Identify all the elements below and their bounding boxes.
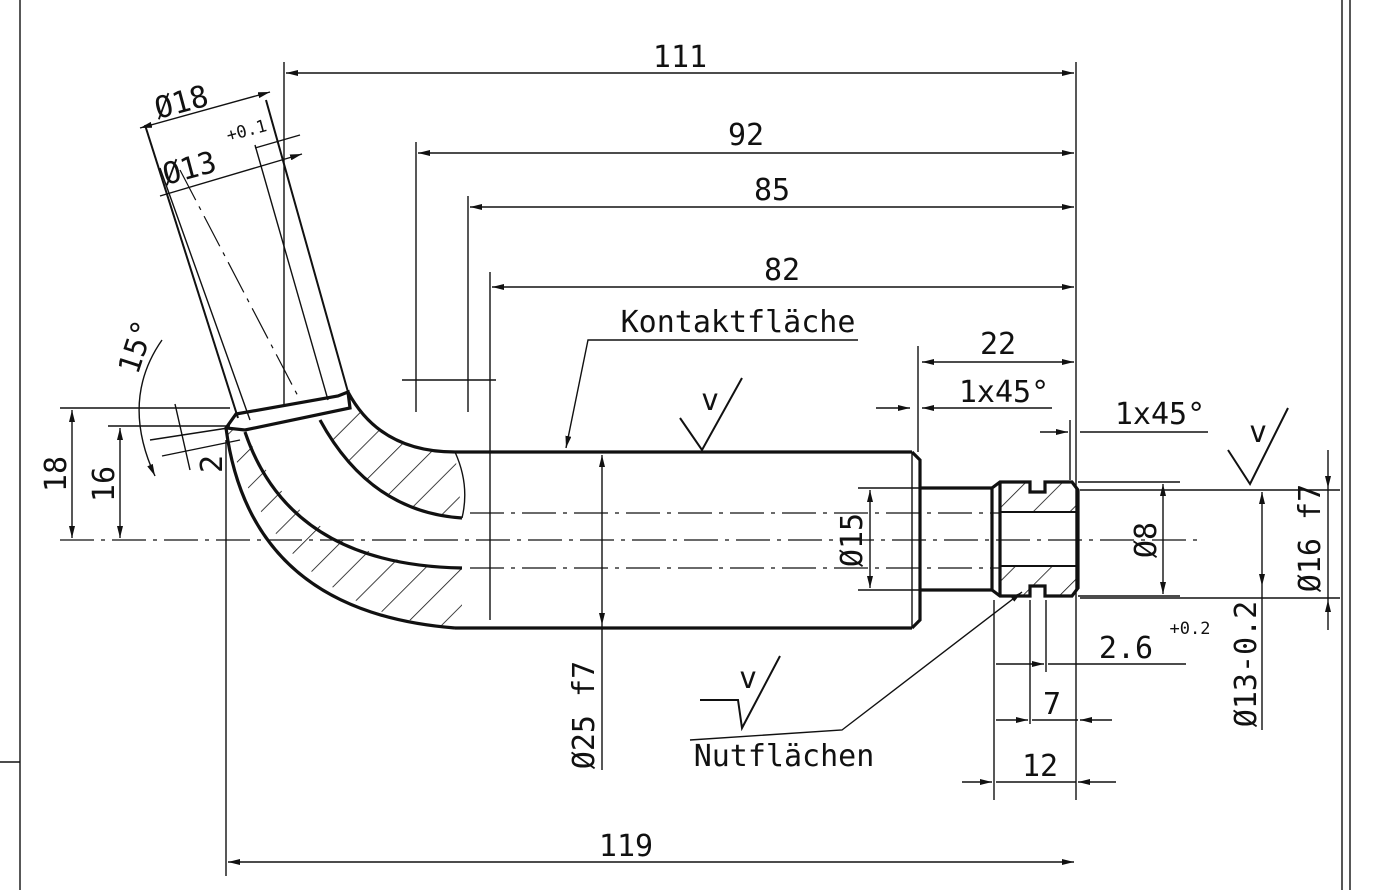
dim-85: 85 xyxy=(754,173,790,208)
dim-groove-tol: +0.2 xyxy=(1170,619,1211,639)
note-nutflaechen: Nutflächen xyxy=(694,739,875,774)
dim-dia-25-f7: Ø25 f7 xyxy=(567,661,602,769)
dim-chamfer-right: 1x45° xyxy=(1115,397,1205,432)
dim-groove: 2.6 xyxy=(1099,631,1153,666)
surface-symbol-texts: v v v xyxy=(701,383,1267,696)
dim-2-small: 2 xyxy=(195,455,230,473)
surface-mark-2: v xyxy=(739,661,757,696)
annotation-notes: Kontaktfläche Nutflächen xyxy=(621,305,875,774)
surface-marks xyxy=(679,377,1289,732)
dim-119: 119 xyxy=(599,829,653,864)
dim-dia-16-f7: Ø16 f7 xyxy=(1293,484,1328,592)
dim-12: 12 xyxy=(1022,749,1058,784)
dim-angle-15: 15° xyxy=(112,316,162,378)
note-kontaktflaeche: Kontaktfläche xyxy=(621,305,856,340)
dim-7: 7 xyxy=(1043,687,1061,722)
dim-92: 92 xyxy=(728,118,764,153)
dim-111: 111 xyxy=(653,40,707,75)
dim-dia-8: Ø8 xyxy=(1129,522,1164,558)
dimension-texts: 111 92 85 82 22 1x45° 1x45° 119 2.6 +0.2… xyxy=(39,40,1328,864)
dim-chamfer-left: 1x45° xyxy=(959,375,1049,410)
dim-dia-18: Ø18 xyxy=(151,79,212,127)
dim-82: 82 xyxy=(764,253,800,288)
hatched-section-lower xyxy=(226,430,462,628)
hatched-section-upper xyxy=(320,392,462,518)
dim-dia-13-minus: Ø13-0.2 xyxy=(1229,601,1264,727)
dim-16-vertical: 16 xyxy=(87,466,122,502)
dim-dia-13: Ø13 xyxy=(159,145,220,193)
part-outline xyxy=(60,99,1200,630)
end-hatch-top xyxy=(1000,482,1078,512)
dimension-lines xyxy=(60,62,1340,876)
surface-mark-1: v xyxy=(701,383,719,418)
end-hatch-bottom xyxy=(1000,566,1078,596)
dim-18-vertical: 18 xyxy=(39,456,74,492)
dim-22: 22 xyxy=(980,327,1016,362)
dim-dia-13-tol: +0.1 xyxy=(224,116,269,146)
surface-mark-3: v xyxy=(1249,415,1267,450)
dim-dia-15: Ø15 xyxy=(835,513,870,567)
